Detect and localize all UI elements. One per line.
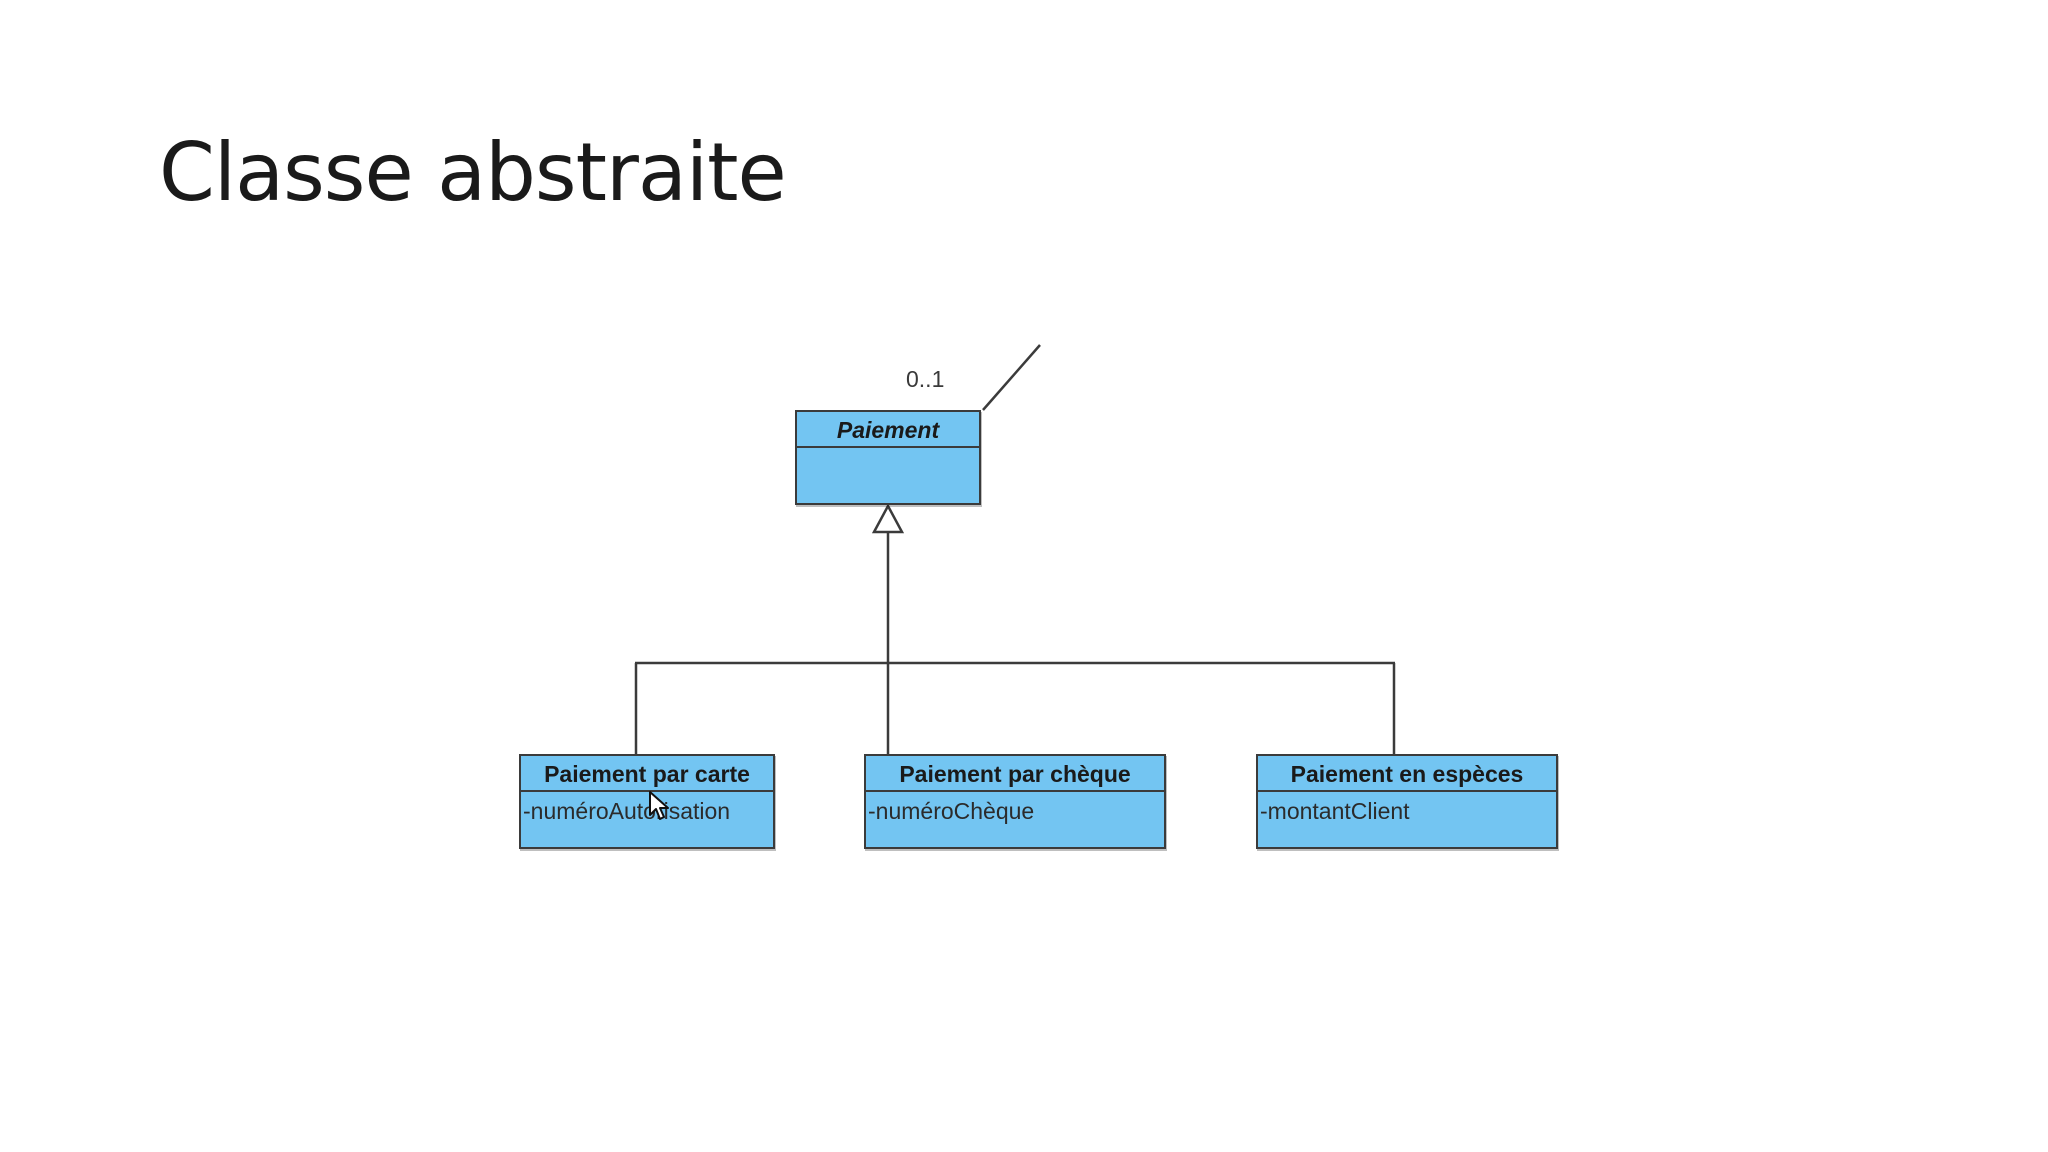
association-multiplicity: 0..1 xyxy=(906,366,945,392)
class-paiement[interactable]: Paiement xyxy=(795,410,981,505)
slide-title: Classe abstraite xyxy=(159,126,787,219)
class-name: Paiement par carte xyxy=(521,756,773,792)
class-attribute: -montantClient xyxy=(1260,798,1410,824)
class-attribute: -numéroAutorisation xyxy=(523,798,731,824)
class-paiement-en-especes[interactable]: Paiement en espèces -montantClient xyxy=(1256,754,1558,849)
class-paiement-name: Paiement xyxy=(797,412,979,448)
class-attribute: -numéroChèque xyxy=(868,798,1035,824)
association-line xyxy=(982,344,1041,411)
class-paiement-par-cheque[interactable]: Paiement par chèque -numéroChèque xyxy=(864,754,1166,849)
class-name: Paiement en espèces xyxy=(1258,756,1556,792)
class-paiement-par-carte[interactable]: Paiement par carte -numéroAutorisation xyxy=(519,754,775,849)
mouse-pointer-icon xyxy=(649,791,669,820)
class-name: Paiement par chèque xyxy=(866,756,1164,792)
generalization-arrowhead xyxy=(871,503,905,534)
